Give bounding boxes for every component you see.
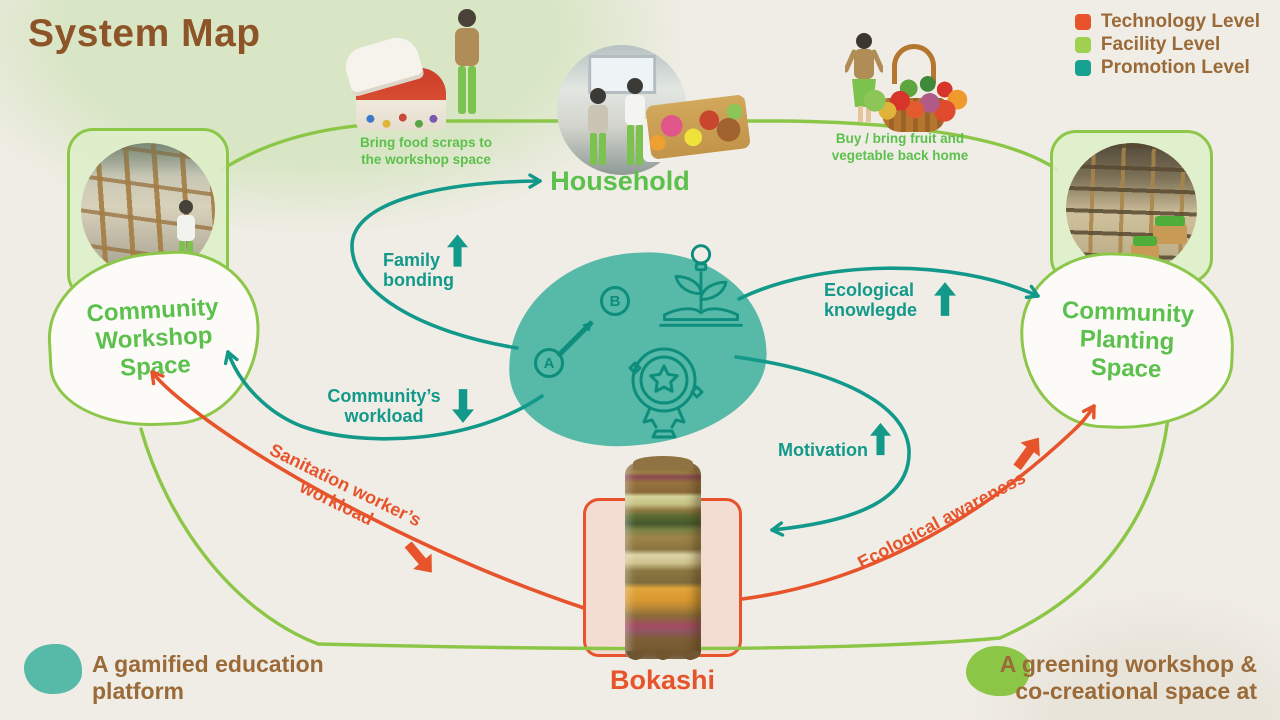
- sanitation-workload-label: Sanitation worker’s workload: [266, 439, 425, 531]
- point-b-circle: B: [600, 286, 630, 316]
- motivation-label: Motivation: [778, 440, 868, 460]
- down-right-arrow-icon: [399, 537, 441, 581]
- legend-label: Facility Level: [1100, 33, 1221, 55]
- planter-box: [1153, 216, 1187, 244]
- legend: Technology Level Facility Level Promotio…: [1074, 11, 1260, 78]
- promotion-swatch: [1074, 59, 1091, 76]
- ecological-knowledge-label: Ecological knowlegde: [824, 280, 918, 321]
- planting-photo: [1066, 143, 1197, 274]
- community-workload-label: Community’s workload: [327, 386, 441, 427]
- person-figure-icon: [625, 78, 645, 165]
- family-bonding-label: Family bonding: [383, 250, 454, 291]
- man-figure-icon: [455, 9, 479, 114]
- teal-blob-key-icon: [24, 644, 82, 694]
- legend-label: Technology Level: [1100, 11, 1260, 32]
- space-footnote: A greening workshop & co-creational spac…: [999, 651, 1257, 705]
- bokashi-bottle-photo: [625, 456, 701, 665]
- compost-kit-illustration: [341, 32, 446, 130]
- bokashi-label: Bokashi: [609, 665, 716, 695]
- technology-swatch: [1074, 13, 1091, 30]
- point-a-circle: A: [534, 348, 564, 378]
- knowledge-plant-icon: [659, 244, 743, 327]
- platform-footnote: A gamified education platform: [92, 651, 324, 705]
- legend-label: Promotion Level: [1100, 56, 1250, 78]
- buy-vegetables-annotation: Buy / bring fruit and vegetable back hom…: [831, 131, 969, 163]
- legend-item-technology: Technology Level: [1074, 11, 1260, 32]
- up-arrow-icon: [870, 421, 891, 457]
- kitchen-window: [588, 55, 656, 95]
- bring-food-scraps-annotation: Bring food scraps to the workshop space: [359, 135, 492, 167]
- legend-item-promotion: Promotion Level: [1074, 56, 1260, 78]
- household-label: Household: [550, 166, 690, 196]
- legend-item-facility: Facility Level: [1074, 33, 1260, 55]
- page-title: System Map: [28, 12, 261, 55]
- up-arrow-icon: [934, 282, 956, 316]
- down-arrow-icon: [452, 388, 474, 424]
- workshop-label: Community Workshop Space: [85, 293, 220, 382]
- planting-label: Community Planting Space: [1061, 296, 1195, 384]
- facility-swatch: [1074, 36, 1091, 53]
- vegetables: [862, 66, 968, 122]
- person-figure-icon: [588, 88, 608, 165]
- a-to-b-arrow: [556, 320, 594, 358]
- basket-handle: [892, 44, 936, 84]
- medal-star-icon: [628, 347, 704, 439]
- up-right-arrow-icon: [1007, 430, 1048, 474]
- vegetable-basket-illustration: [862, 44, 968, 132]
- green-blob-key-icon: [966, 646, 1030, 696]
- up-arrow-icon: [447, 233, 468, 268]
